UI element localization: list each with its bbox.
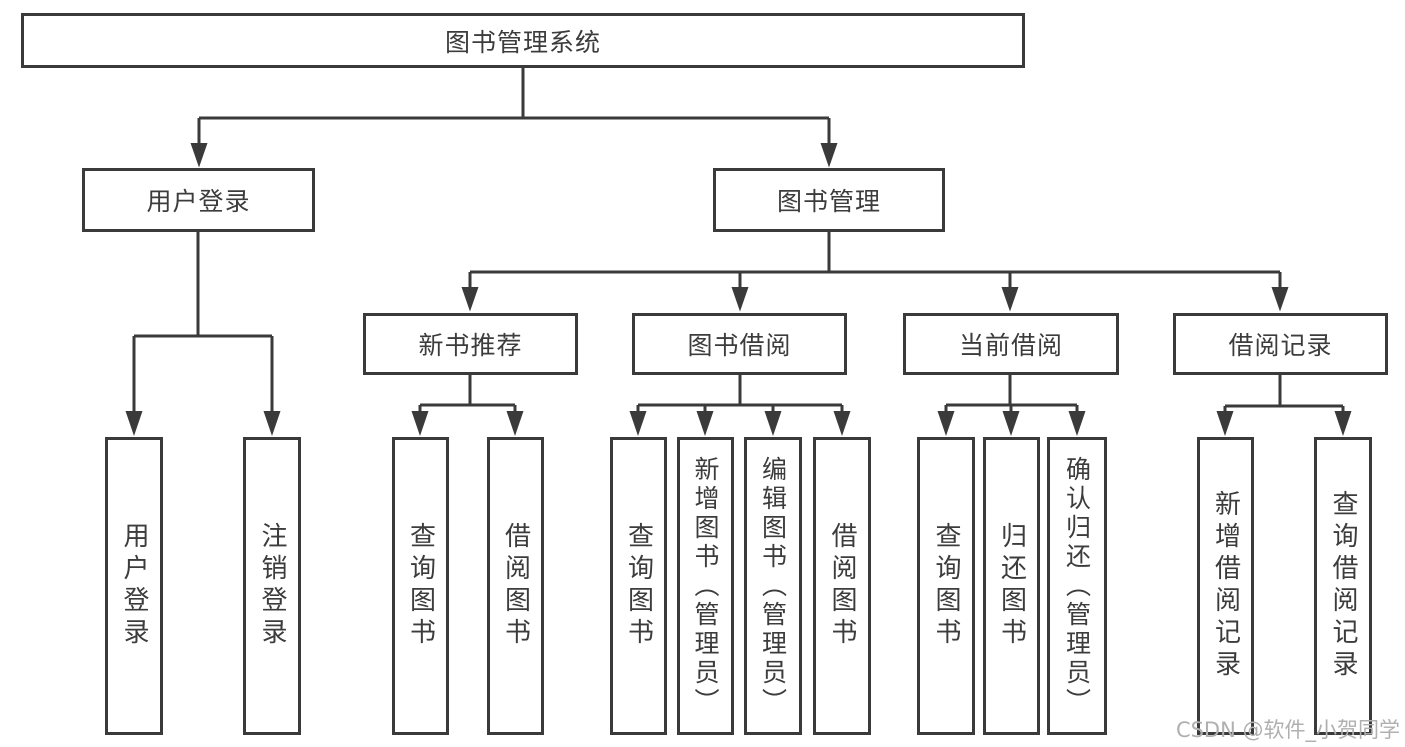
leaf-recommend-borrow-books: 借阅图书 <box>487 437 544 735</box>
node-user-login: 用户登录 <box>82 168 315 232</box>
csdn-watermark: CSDN @软件_小贺同学 <box>1175 718 1400 742</box>
leaf-recommend-query-books: 查询图书 <box>392 437 449 735</box>
leaf-borrowing-borrow-books: 借阅图书 <box>813 437 871 735</box>
leaf-current-return-books: 归还图书 <box>983 437 1040 735</box>
connector-borrowing-to-leaves <box>636 375 844 418</box>
node-new-book-recommendation: 新书推荐 <box>363 313 578 375</box>
leaf-records-query-borrow-record: 查询借阅记录 <box>1314 437 1372 735</box>
connector-bookmgmt-to-level3 <box>468 232 1282 294</box>
arrowheads <box>125 143 1352 436</box>
leaf-borrowing-query-books: 查询图书 <box>610 437 667 735</box>
node-borrowing-records: 借阅记录 <box>1173 313 1388 375</box>
node-current-borrowing: 当前借阅 <box>903 313 1119 375</box>
connector-userlogin-to-leaves <box>132 232 274 418</box>
node-library-management-system: 图书管理系统 <box>21 13 1025 68</box>
connector-newrec-to-leaves <box>418 375 517 418</box>
node-book-borrowing: 图书借阅 <box>632 313 847 375</box>
node-book-management: 图书管理 <box>713 168 945 232</box>
leaf-borrowing-add-books-admin: 新增图书（管理员） <box>677 437 734 735</box>
leaf-logout-login: 注销登录 <box>243 437 301 735</box>
leaf-records-add-borrow-record: 新增借阅记录 <box>1197 437 1254 735</box>
leaf-current-query-books: 查询图书 <box>917 437 975 735</box>
leaf-user-login: 用户登录 <box>105 437 163 735</box>
leaf-current-confirm-return-admin: 确认归还（管理员） <box>1047 437 1107 735</box>
connector-root-to-level2 <box>197 68 831 150</box>
leaf-borrowing-edit-books-admin: 编辑图书（管理员） <box>744 437 802 735</box>
connector-records-to-leaves <box>1223 375 1345 418</box>
